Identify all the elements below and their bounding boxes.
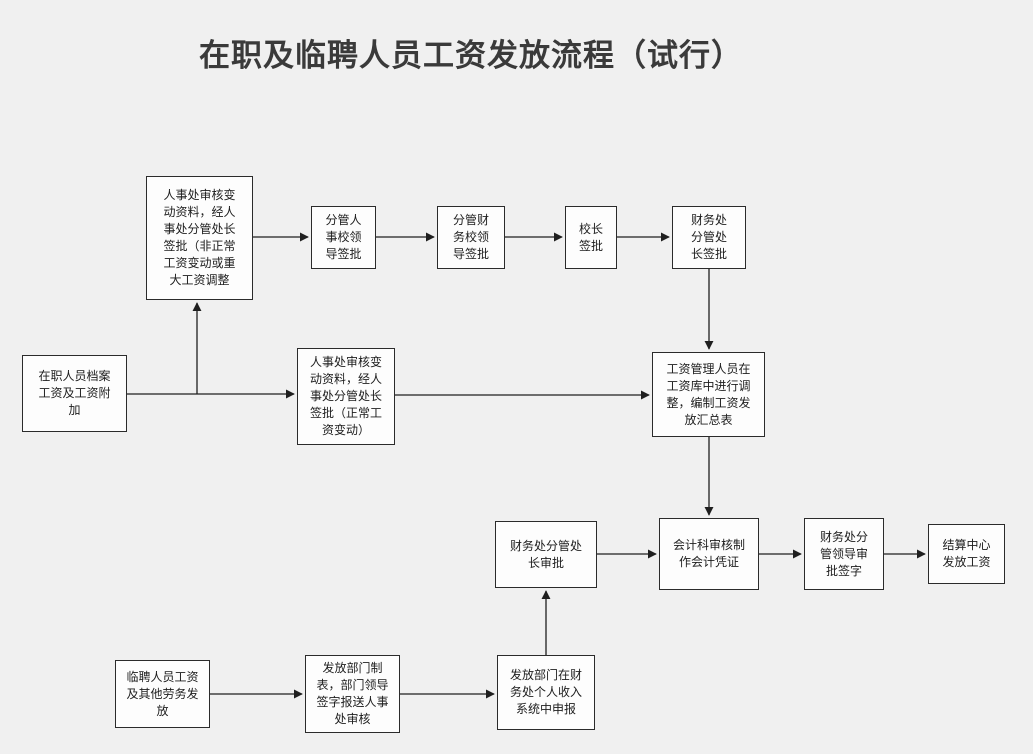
- node-vp-hr-sign: 分管人事校领导签批: [311, 206, 376, 269]
- node-settlement-pay: 结算中心发放工资: [928, 524, 1005, 584]
- node-temp-staff-salary: 临聘人员工资及其他劳务发放: [115, 660, 210, 728]
- node-finance-leader-sign: 财务处分管领导审批签字: [804, 518, 884, 590]
- node-president-sign: 校长签批: [565, 206, 617, 269]
- page-title: 在职及临聘人员工资发放流程（试行）: [199, 38, 743, 73]
- node-hr-review-normal: 人事处审核变动资料，经人事处分管处长签批（正常工资变动）: [297, 348, 395, 445]
- node-hr-review-abnormal: 人事处审核变动资料，经人事处分管处长签批（非正常工资变动或重大工资调整: [146, 176, 253, 300]
- node-finance-director-sign: 财务处分管处长签批: [672, 206, 746, 269]
- node-dept-declare: 发放部门在财务处个人收入系统中申报: [497, 655, 595, 730]
- node-finance-director-approve: 财务处分管处长审批: [495, 521, 597, 588]
- node-salary-adjust: 工资管理人员在工资库中进行调整，编制工资发放汇总表: [652, 352, 765, 437]
- node-accounting-voucher: 会计科审核制作会计凭证: [659, 518, 759, 590]
- node-staff-archive-salary: 在职人员档案工资及工资附加: [22, 355, 127, 432]
- node-dept-table-sign: 发放部门制表，部门领导签字报送人事处审核: [305, 655, 400, 733]
- node-vp-finance-sign: 分管财务校领导签批: [437, 206, 505, 269]
